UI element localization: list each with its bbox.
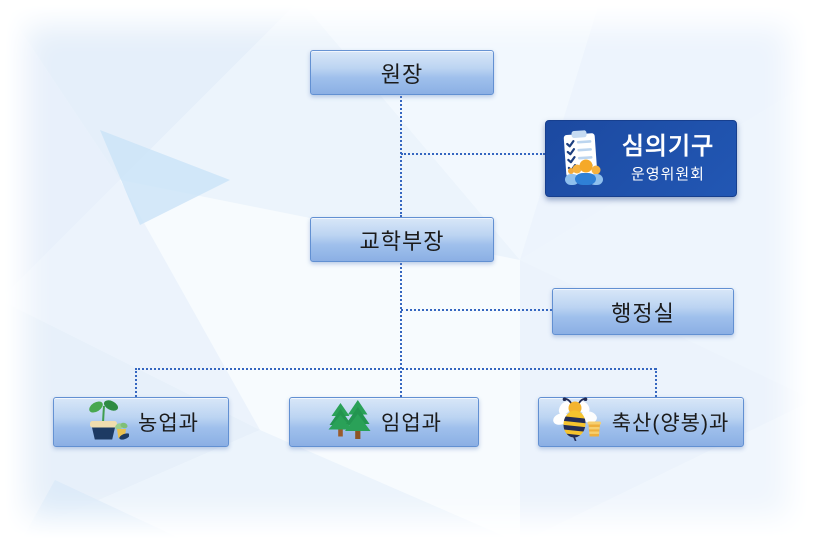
potted-plant-icon <box>83 398 130 446</box>
connector-drop-agriculture <box>135 368 137 397</box>
node-dean: 교학부장 <box>310 217 494 262</box>
node-committee-subtitle: 운영위원회 <box>630 166 705 184</box>
node-dept-livestock: 축산(양봉)과 <box>538 397 744 447</box>
node-dean-label: 교학부장 <box>359 228 445 254</box>
node-director-label: 원장 <box>380 61 424 87</box>
connector-director-committee <box>401 153 545 155</box>
node-dept-livestock-label: 축산(양봉)과 <box>611 412 730 435</box>
connector-dean-departments <box>400 260 402 397</box>
connector-drop-livestock <box>655 368 657 397</box>
clipboard-people-icon <box>558 127 610 190</box>
node-committee-text: 심의기구 운영위원회 <box>610 133 726 185</box>
bee-icon <box>552 397 603 447</box>
node-dept-forestry: 임업과 <box>289 397 479 447</box>
connector-director-dean <box>400 93 402 217</box>
node-dept-agriculture: 농업과 <box>53 397 229 447</box>
connector-department-bus <box>135 368 656 370</box>
pine-trees-icon <box>326 398 372 446</box>
node-admin-office: 행정실 <box>552 288 734 335</box>
node-committee: 심의기구 운영위원회 <box>545 120 737 197</box>
node-admin-office-label: 행정실 <box>611 300 675 326</box>
connector-dean-admin <box>401 309 552 311</box>
node-committee-title: 심의기구 <box>621 132 715 160</box>
node-director: 원장 <box>310 50 494 95</box>
node-dept-forestry-label: 임업과 <box>381 412 442 435</box>
node-dept-agriculture-label: 농업과 <box>138 412 199 435</box>
